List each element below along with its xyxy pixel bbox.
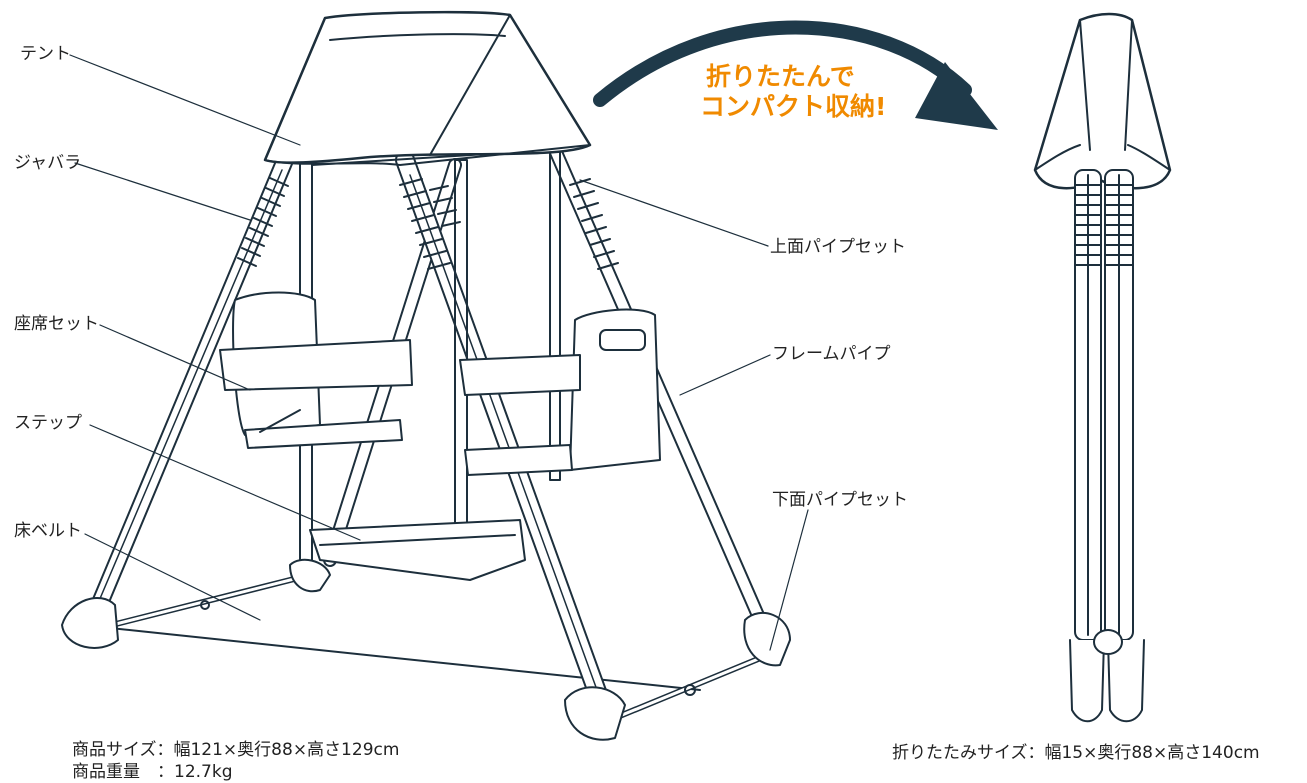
bellows-center (399, 178, 461, 270)
label-tent: テント (20, 44, 71, 64)
spec-size: 商品サイズ：幅121×奥行88×高さ129cm (72, 740, 400, 760)
label-step: ステップ (14, 413, 82, 433)
label-floor-belt: 床ベルト (14, 521, 82, 541)
swing-expanded (61, 10, 791, 741)
bellows-right (569, 178, 619, 270)
seat-left (219, 291, 413, 449)
label-bellows: ジャバラ (14, 153, 82, 173)
spec-folded-size: 折りたたみサイズ：幅15×奥行88×高さ140cm (892, 743, 1260, 763)
fold-arrow-icon (593, 20, 998, 130)
label-seat-set: 座席セット (14, 314, 99, 334)
label-frame-pipe: フレームパイプ (772, 344, 891, 364)
promo-line-1: 折りたたんで (706, 62, 855, 91)
promo-line-2: コンパクト収納! (700, 92, 887, 121)
label-top-pipe-set: 上面パイプセット (770, 237, 906, 257)
swing-folded (1033, 12, 1172, 723)
spec-weight: 商品重量 ：12.7kg (72, 762, 233, 782)
label-bottom-pipe-set: 下面パイプセット (772, 490, 908, 510)
seat-right (459, 308, 661, 476)
leader-lines (69, 54, 809, 651)
bellows-left (237, 177, 289, 267)
